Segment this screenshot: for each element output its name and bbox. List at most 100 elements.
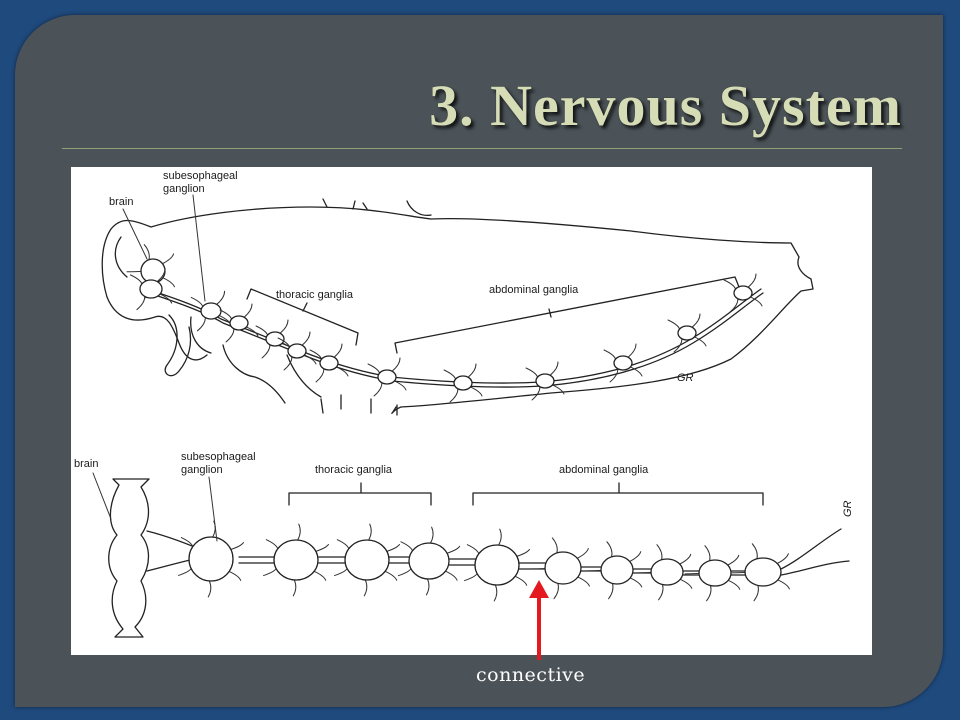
nerve-branch bbox=[315, 368, 325, 383]
slide-title: 3. Nervous System bbox=[429, 73, 902, 138]
nerve-branch bbox=[207, 580, 212, 598]
body-outline-lower bbox=[106, 296, 398, 416]
top-brain-leader bbox=[122, 208, 148, 260]
nerve-branch bbox=[679, 578, 693, 589]
connective-caption: connective bbox=[476, 664, 586, 686]
bottom-subesophageal-label-line2: ganglion bbox=[181, 464, 223, 476]
bottom-thoracic-ganglion-2 bbox=[334, 523, 400, 597]
nerve-branch bbox=[335, 366, 349, 377]
nerve-branch bbox=[334, 568, 348, 577]
nerve-branch bbox=[397, 568, 412, 577]
nerve-branch bbox=[577, 576, 590, 587]
ganglion-body bbox=[535, 373, 555, 389]
ganglion-body bbox=[474, 544, 520, 586]
nerve-branch bbox=[531, 386, 541, 401]
bottom-abdominal-ganglion-2 bbox=[530, 537, 590, 600]
nerve-branch bbox=[384, 570, 398, 581]
nerve-branch bbox=[753, 584, 759, 602]
ganglion-body bbox=[139, 279, 163, 299]
nerve-branch bbox=[667, 319, 681, 330]
ganglion-body bbox=[733, 285, 753, 301]
nerve-branch bbox=[190, 296, 204, 307]
bottom-abdominal-ganglion-3 bbox=[586, 541, 643, 600]
top-brain-ganglion-lower bbox=[129, 267, 173, 311]
nerve-branch bbox=[393, 380, 407, 391]
head-outline bbox=[114, 236, 192, 377]
top-ganglion-5 bbox=[367, 357, 407, 397]
nerve-branch bbox=[551, 537, 558, 554]
ventral-nerve-cord-top-2 bbox=[142, 290, 764, 388]
terminal-nerves bbox=[780, 528, 850, 576]
bottom-subesophageal-ganglion bbox=[178, 520, 244, 598]
nerve-branch bbox=[391, 357, 401, 372]
top-ganglion-1 bbox=[219, 303, 259, 343]
nerve-branch bbox=[178, 568, 192, 576]
nerve-branch bbox=[243, 303, 253, 318]
top-ganglion-3 bbox=[277, 331, 317, 371]
nerve-branch bbox=[751, 543, 758, 560]
nerve-branch bbox=[159, 293, 173, 304]
nerve-branch bbox=[777, 579, 790, 590]
nerve-branch bbox=[143, 244, 150, 261]
nerve-branch bbox=[467, 363, 477, 378]
ganglion-body bbox=[453, 375, 473, 391]
nerve-branch bbox=[129, 274, 143, 285]
nerve-branch bbox=[776, 553, 789, 564]
ganglion-body bbox=[344, 539, 390, 581]
nerve-branch bbox=[283, 356, 293, 371]
nerve-branch bbox=[469, 386, 483, 397]
bottom-abdominal-ganglion-6 bbox=[730, 543, 790, 602]
nerve-branch bbox=[297, 523, 301, 541]
bottom-brain-label: brain bbox=[74, 458, 98, 470]
bottom-abdominal-bracket bbox=[472, 482, 764, 506]
leg-stubs bbox=[322, 198, 432, 217]
bottom-thoracic-label: thoracic ganglia bbox=[315, 464, 393, 476]
bottom-ganglia-group bbox=[178, 520, 790, 602]
ganglion-body bbox=[408, 542, 450, 580]
nerve-branch bbox=[576, 547, 589, 559]
ganglion-body bbox=[319, 355, 339, 371]
nerve-branch bbox=[263, 568, 277, 577]
bottom-cord-left bbox=[238, 556, 746, 576]
nerve-branch bbox=[679, 553, 692, 565]
nerve-branch bbox=[673, 338, 683, 353]
nerve-branch bbox=[315, 543, 329, 552]
connective-arrow bbox=[529, 580, 549, 660]
nerve-branch bbox=[336, 539, 350, 550]
nerve-branch bbox=[136, 295, 146, 311]
nerve-branch bbox=[729, 298, 739, 313]
nerve-branch bbox=[430, 526, 434, 544]
ganglion-body bbox=[229, 315, 249, 331]
nerve-branch bbox=[196, 317, 206, 332]
nerve-branch bbox=[727, 579, 741, 590]
ganglion-body bbox=[287, 343, 307, 359]
top-abdominal-bracket bbox=[394, 276, 740, 354]
nerve-branch bbox=[446, 545, 461, 554]
bottom-abdominal-ganglion-1 bbox=[464, 528, 530, 602]
ganglion-body bbox=[677, 325, 697, 341]
top-subesophageal-label-line2: ganglion bbox=[163, 183, 205, 195]
nerve-branch bbox=[629, 366, 643, 377]
nerve-branch bbox=[723, 279, 737, 290]
nerve-branch bbox=[162, 277, 175, 288]
nerve-branch bbox=[658, 583, 664, 601]
ganglion-body bbox=[600, 555, 634, 585]
nerve-branch bbox=[245, 326, 259, 337]
nerve-branch bbox=[516, 548, 530, 557]
nerve-branch bbox=[606, 541, 613, 558]
top-subesophageal-label-line1: subesophageal bbox=[163, 170, 238, 182]
nerve-branch bbox=[373, 382, 383, 397]
top-brain-label: brain bbox=[109, 196, 133, 208]
nerve-branch bbox=[609, 368, 619, 383]
nerve-branch bbox=[230, 542, 244, 550]
nerve-branch bbox=[449, 388, 459, 403]
ventral-nerve-cord-top bbox=[140, 286, 762, 384]
ganglion-body bbox=[544, 551, 582, 585]
nerve-branch bbox=[629, 551, 642, 562]
nerve-branch bbox=[525, 367, 539, 378]
bottom-thoracic-bracket bbox=[288, 482, 432, 506]
ganglion-body bbox=[650, 558, 684, 586]
top-subesophageal-leader bbox=[192, 194, 206, 302]
nerve-branch bbox=[301, 331, 311, 346]
nervous-system-figure: brain subesophageal ganglion thoracic ga… bbox=[71, 167, 872, 655]
